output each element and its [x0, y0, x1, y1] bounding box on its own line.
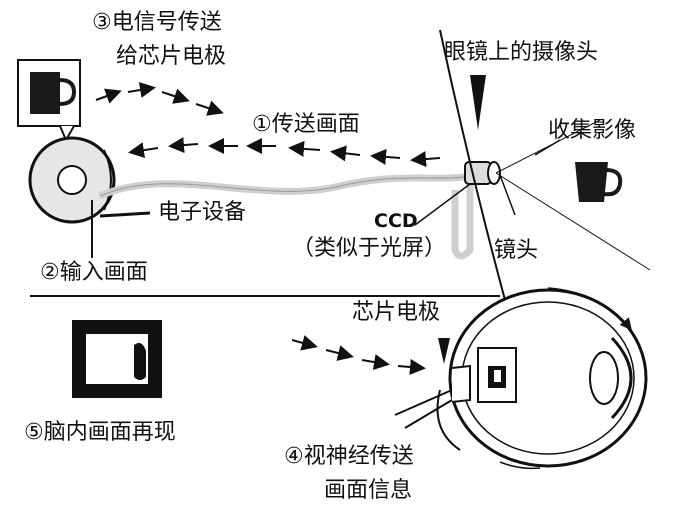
- label-step2: ②输入画面: [40, 260, 148, 285]
- label-ccd: CCD: [374, 210, 418, 232]
- mug-captured: [534, 139, 623, 202]
- label-device: 电子设备: [158, 200, 247, 225]
- label-chip-electrode: 芯片电极: [352, 300, 441, 325]
- label-lens: 镜头: [494, 238, 539, 263]
- label-capture: 收集影像: [548, 118, 637, 143]
- brain-image: [72, 320, 162, 398]
- arrows-step1: [128, 137, 441, 168]
- arrows-step3: [95, 82, 224, 116]
- label-step4-line2: 画面信息: [324, 478, 413, 503]
- label-step1: ①传送画面: [252, 112, 360, 137]
- label-step3-line1: ③电信号传送: [92, 10, 222, 35]
- mug-box: [17, 59, 81, 143]
- arrows-step4: [291, 335, 426, 375]
- device-disk: [28, 136, 116, 224]
- label-camera-glasses: 眼镜上的摄像头: [444, 40, 599, 65]
- label-ccd-note: （类似于光屏）: [292, 236, 447, 261]
- label-step5: ⑤脑内画面再现: [24, 420, 176, 445]
- eyeball: [394, 287, 648, 470]
- glasses-arc: [439, 29, 506, 301]
- label-step4-line1: ④视神经传送: [284, 444, 414, 469]
- label-step3-line2: 给芯片电极: [116, 44, 227, 69]
